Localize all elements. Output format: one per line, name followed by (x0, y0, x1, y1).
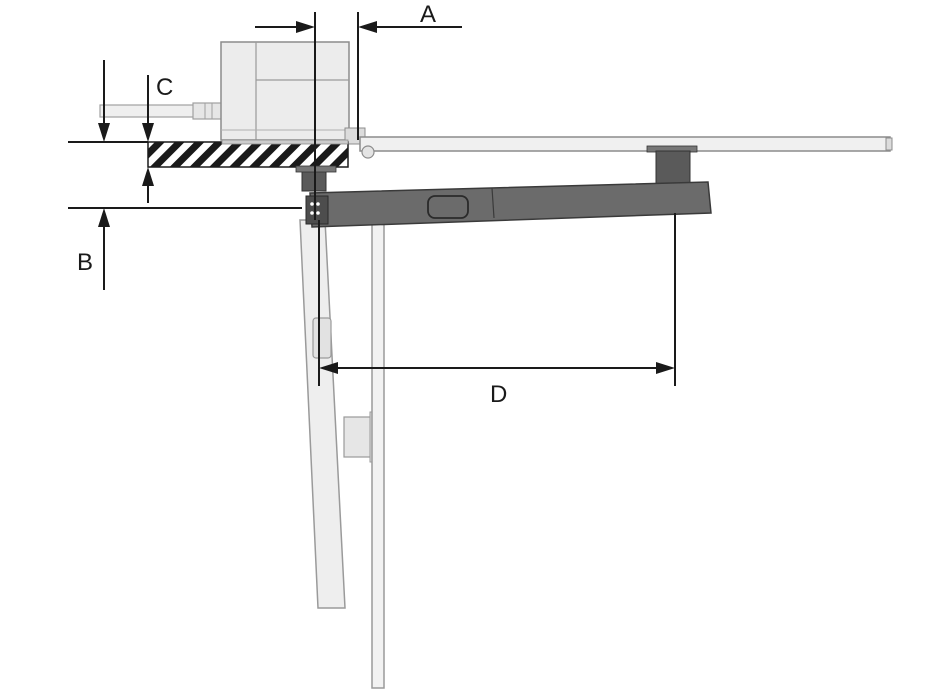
dimension-label-d: D (490, 381, 507, 408)
lintel-hatch (147, 141, 349, 168)
door-leaf (359, 136, 893, 159)
dimension-label-c: C (156, 74, 173, 101)
door-bracket (646, 145, 698, 187)
dimension-b (68, 60, 302, 290)
dimension-d (318, 213, 676, 386)
operator-arm (305, 181, 712, 228)
supply-pipe (99, 102, 224, 120)
dimension-c (142, 75, 154, 203)
dimension-label-b: B (77, 249, 93, 276)
door-frame-profile (371, 199, 385, 689)
lower-arm-light (299, 219, 379, 609)
dimension-a (255, 12, 462, 220)
dimension-label-a: A (420, 1, 436, 28)
operator-housing (220, 41, 366, 145)
housing-base (221, 139, 349, 145)
